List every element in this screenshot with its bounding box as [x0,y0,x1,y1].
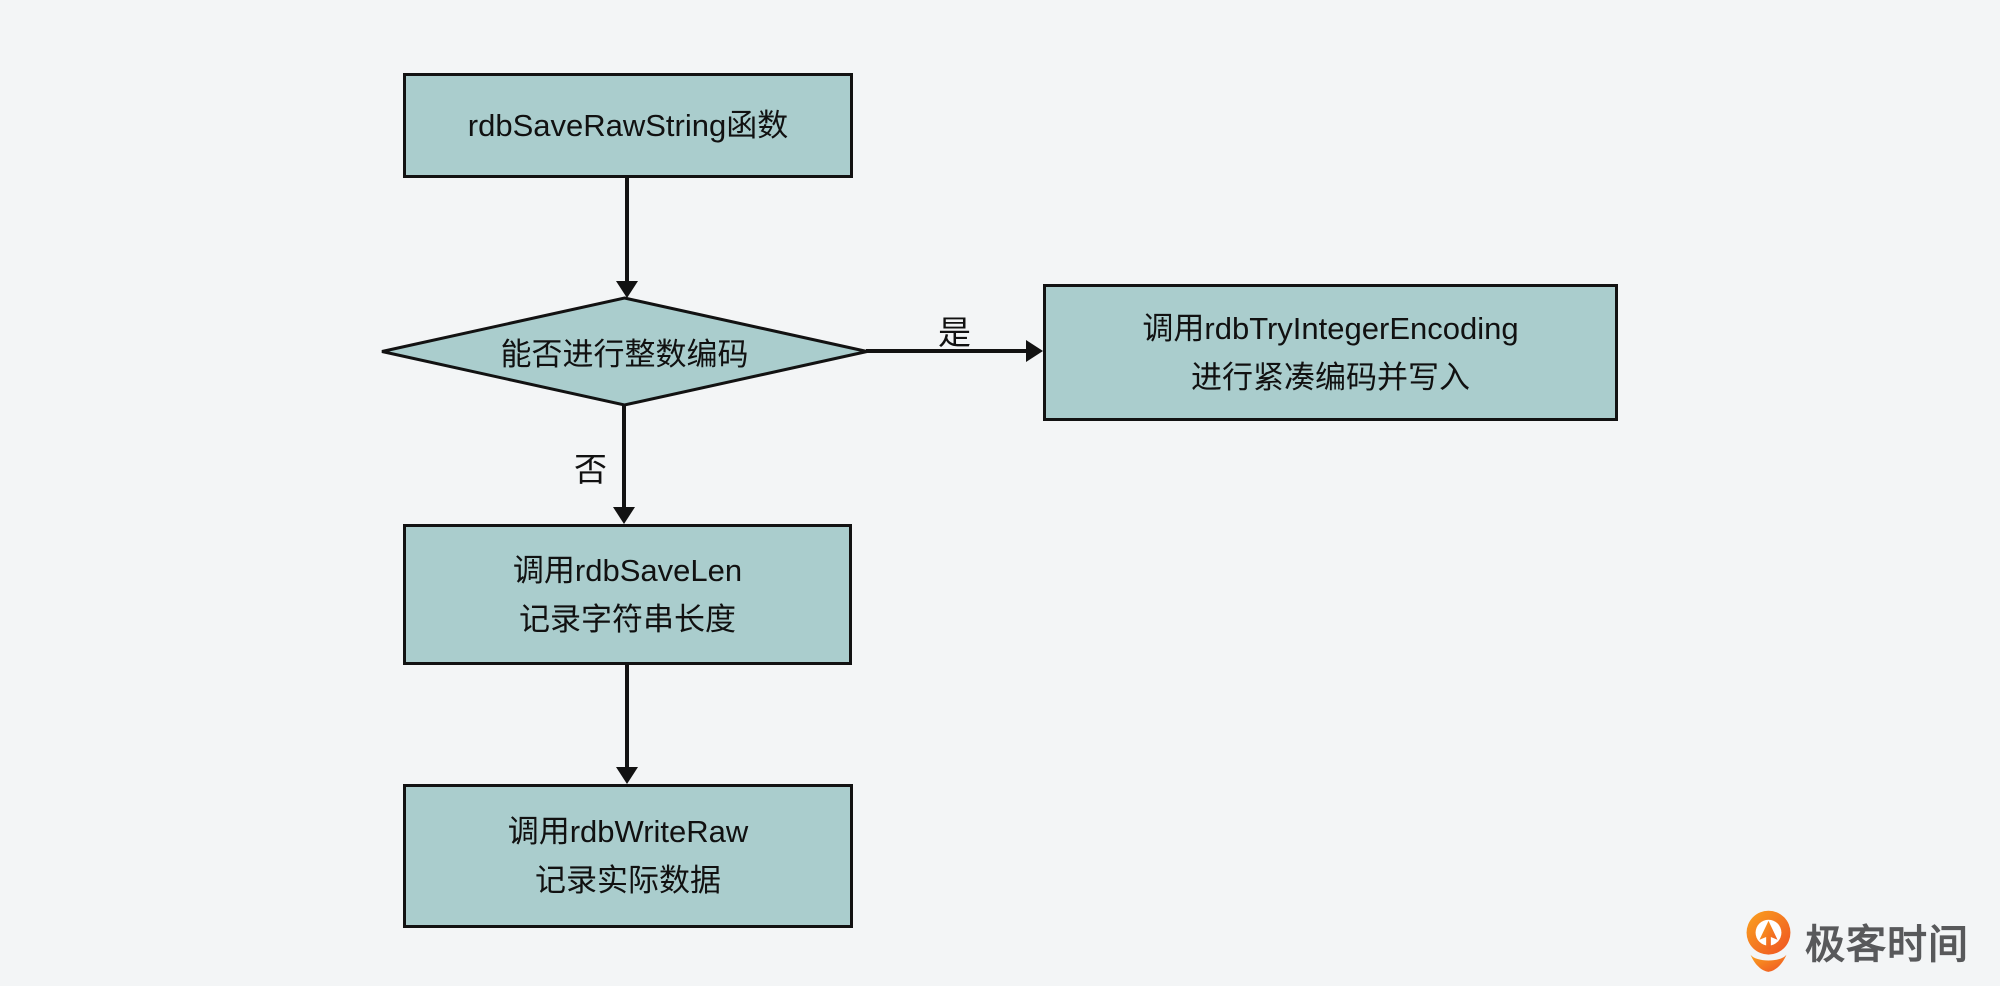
edge-label-yes: 是 [938,314,971,351]
node-rdbsavelen-line1: 调用rdbSaveLen [512,552,743,588]
arrow-no-head [613,507,635,524]
node-rdbtryintegerencoding-line2: 进行紧凑编码并写入 [1191,359,1470,395]
arrow-savelen-to-writeraw-head [616,767,638,784]
node-rdbsaverawstring: rdbSaveRawString函数 [403,73,853,178]
node-rdbwriteraw-line2: 记录实际数据 [535,863,721,898]
geektime-logo-text: 极客时间 [1805,922,1969,967]
arrow-no-line [622,405,626,508]
node-rdbtryintegerencoding-line1: 调用rdbTryIntegerEncoding [1142,310,1519,346]
geektime-pin-icon [1746,910,1791,972]
node-rdbsavelen-line2: 记录字符串长度 [519,601,736,637]
node-rdbsaverawstring-label: rdbSaveRawString函数 [467,108,789,143]
node-decision: 能否进行整数编码 [380,296,869,407]
edge-label-no: 否 [574,451,607,488]
node-decision-label: 能否进行整数编码 [500,337,749,372]
arrow-savelen-to-writeraw-line [625,665,629,768]
arrow-start-to-decision-line [625,178,629,282]
node-rdbsavelen: 调用rdbSaveLen 记录字符串长度 [403,524,852,665]
arrow-yes-head [1026,340,1043,362]
arrow-start-to-decision-head [616,281,638,298]
arrow-yes-line [866,349,1027,353]
node-rdbwriteraw-line1: 调用rdbWriteRaw [507,814,749,849]
node-rdbtryintegerencoding: 调用rdbTryIntegerEncoding 进行紧凑编码并写入 [1043,284,1618,421]
node-rdbwriteraw: 调用rdbWriteRaw 记录实际数据 [403,784,853,928]
geektime-logo: 极客时间 [1745,908,1969,973]
